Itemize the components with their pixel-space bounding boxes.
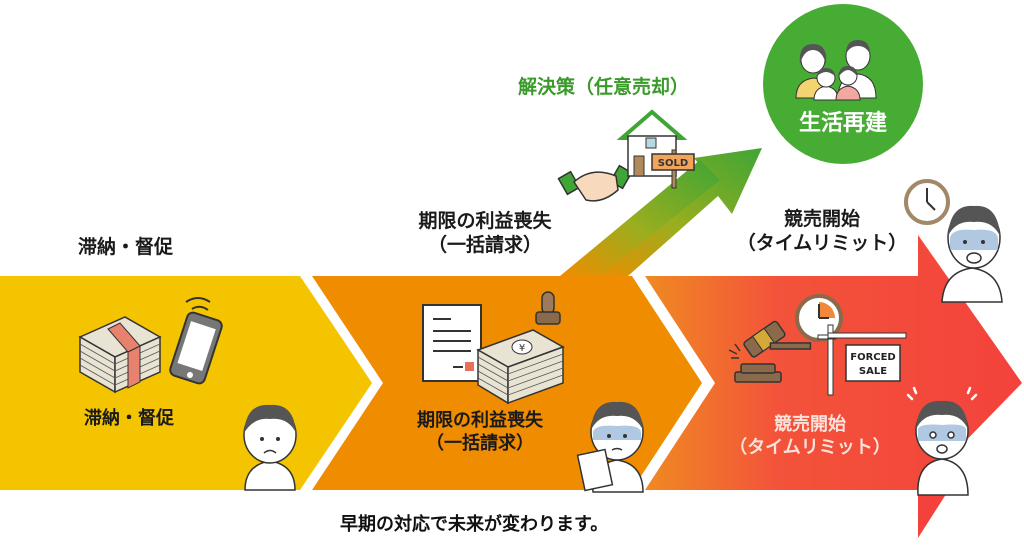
svg-text:SALE: SALE bbox=[859, 366, 887, 377]
forced-sale-sign-icon: FORCED SALE bbox=[817, 324, 907, 396]
svg-text:¥: ¥ bbox=[519, 343, 525, 354]
money-stack-icon: ¥ bbox=[476, 329, 565, 405]
gavel-icon bbox=[728, 320, 812, 383]
stage-3-top-label: 競売開始 （タイムリミット） bbox=[722, 208, 922, 256]
family-icon bbox=[795, 40, 877, 101]
svg-text:FORCED: FORCED bbox=[850, 352, 896, 363]
stage-3-inner-label-line2: （タイムリミット） bbox=[729, 436, 891, 458]
stage-3-top-label-line1: 競売開始 bbox=[783, 208, 860, 230]
worried-person-icon bbox=[243, 404, 297, 491]
stage-1-inner-label: 滞納・督促 bbox=[84, 408, 174, 429]
handshake-icon bbox=[557, 164, 633, 202]
stage-2-inner-label: 期限の利益喪失 （一括請求） bbox=[400, 410, 560, 455]
stage-2-top-label: 期限の利益喪失 （一括請求） bbox=[395, 210, 575, 258]
goal-label: 生活再建 bbox=[798, 111, 887, 136]
stage-1-top-label: 滞納・督促 bbox=[78, 236, 174, 258]
stage-3-inner-label: 競売開始 （タイムリミット） bbox=[720, 414, 900, 459]
solution-label: 解決策（任意売却） bbox=[518, 76, 690, 98]
money-stack-icon bbox=[78, 316, 162, 394]
svg-text:SOLD: SOLD bbox=[658, 158, 688, 169]
ringing-phone-icon bbox=[169, 297, 223, 385]
stage-3-arrow-tail bbox=[918, 488, 950, 538]
stamp-icon bbox=[535, 291, 561, 325]
stage-2-inner-label-line1: 期限の利益喪失 bbox=[417, 410, 543, 431]
solution-arrow-shaft bbox=[560, 160, 720, 276]
stage-1-chevron bbox=[0, 276, 372, 490]
stage-3-inner-label-line1: 競売開始 bbox=[774, 414, 846, 435]
stage-2-top-label-line1: 期限の利益喪失 bbox=[418, 210, 552, 232]
stage-2-inner-label-line2: （一括請求） bbox=[426, 432, 534, 454]
stage-2-top-label-line2: （一括請求） bbox=[427, 233, 542, 256]
stage-3-top-label-line2: （タイムリミット） bbox=[736, 231, 908, 254]
document-icon bbox=[422, 304, 482, 382]
footer-message: 早期の対応で未来が変わります。 bbox=[340, 514, 609, 535]
panicked-person-icon bbox=[941, 205, 1003, 303]
clock-icon bbox=[904, 179, 950, 225]
scared-person-icon bbox=[906, 386, 978, 496]
sold-sign-icon: SOLD bbox=[651, 149, 695, 189]
anxious-person-with-paper-icon bbox=[576, 401, 644, 493]
